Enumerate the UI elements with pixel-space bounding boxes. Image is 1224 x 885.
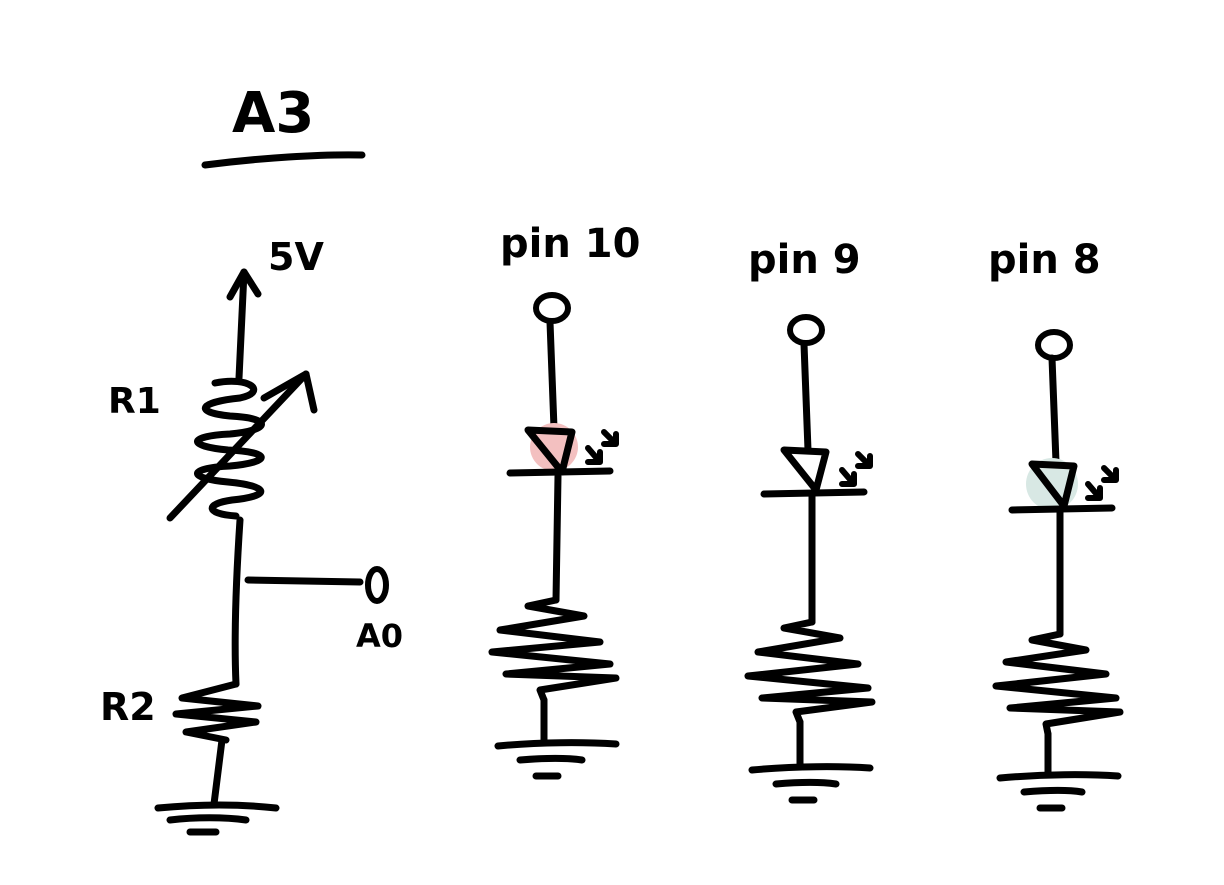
voltage-divider-circuit <box>154 268 389 836</box>
pin9-led-bar <box>760 488 868 498</box>
pin10-led-triangle <box>524 426 576 476</box>
pin8-light-arrows <box>1085 465 1119 501</box>
pin8-led-triangle <box>1028 460 1078 510</box>
r1-resistor-symbol <box>194 377 265 520</box>
analog-pin-label: A0 <box>356 617 404 655</box>
pin9-terminal <box>787 314 825 346</box>
pin9-light-arrows <box>839 451 873 487</box>
pin8-resistor-symbol <box>992 630 1124 738</box>
pin10-wire-mid <box>552 472 562 604</box>
ground-symbol-pin8 <box>996 771 1122 812</box>
ground-symbol-pin9 <box>748 763 874 804</box>
supply-label: 5V <box>268 235 324 279</box>
a0-terminal <box>365 566 389 604</box>
r2-ground-wire <box>210 736 226 808</box>
title-underline <box>201 151 366 169</box>
supply-arrow <box>235 268 248 382</box>
pin8-label: pin 8 <box>988 237 1101 283</box>
pin10-led-bar <box>506 467 614 477</box>
r2-label: R2 <box>100 685 156 729</box>
led-circuit-pin8 <box>992 329 1124 812</box>
pin10-wire-top <box>546 318 558 432</box>
pin10-terminal <box>533 292 571 324</box>
r1-variable-arrow-head <box>260 370 318 414</box>
led-circuit-pin9 <box>744 314 876 804</box>
a0-tap-wire <box>244 576 364 586</box>
pin10-resistor-symbol <box>488 596 620 704</box>
supply-arrow-head <box>226 268 262 301</box>
pin9-label: pin 9 <box>748 237 861 283</box>
ground-symbol-1 <box>154 801 280 836</box>
pin9-wire-top <box>800 340 812 454</box>
ground-symbol-pin10 <box>494 739 620 780</box>
diagram-title: A3 <box>232 81 315 146</box>
led-circuit-pin10 <box>488 292 620 780</box>
pin10-light-arrows <box>585 429 619 465</box>
pin8-wire-top <box>1048 354 1060 466</box>
pin9-led-triangle <box>780 446 830 494</box>
pin9-resistor-symbol <box>744 618 876 726</box>
r2-resistor-symbol <box>172 680 262 744</box>
r1-variable-arrow <box>166 370 310 522</box>
r1-label: R1 <box>108 381 161 422</box>
pin8-led-bar <box>1008 504 1116 514</box>
pin10-label: pin 10 <box>500 221 641 267</box>
pin8-terminal <box>1035 329 1073 361</box>
divider-wire-mid <box>231 516 244 688</box>
